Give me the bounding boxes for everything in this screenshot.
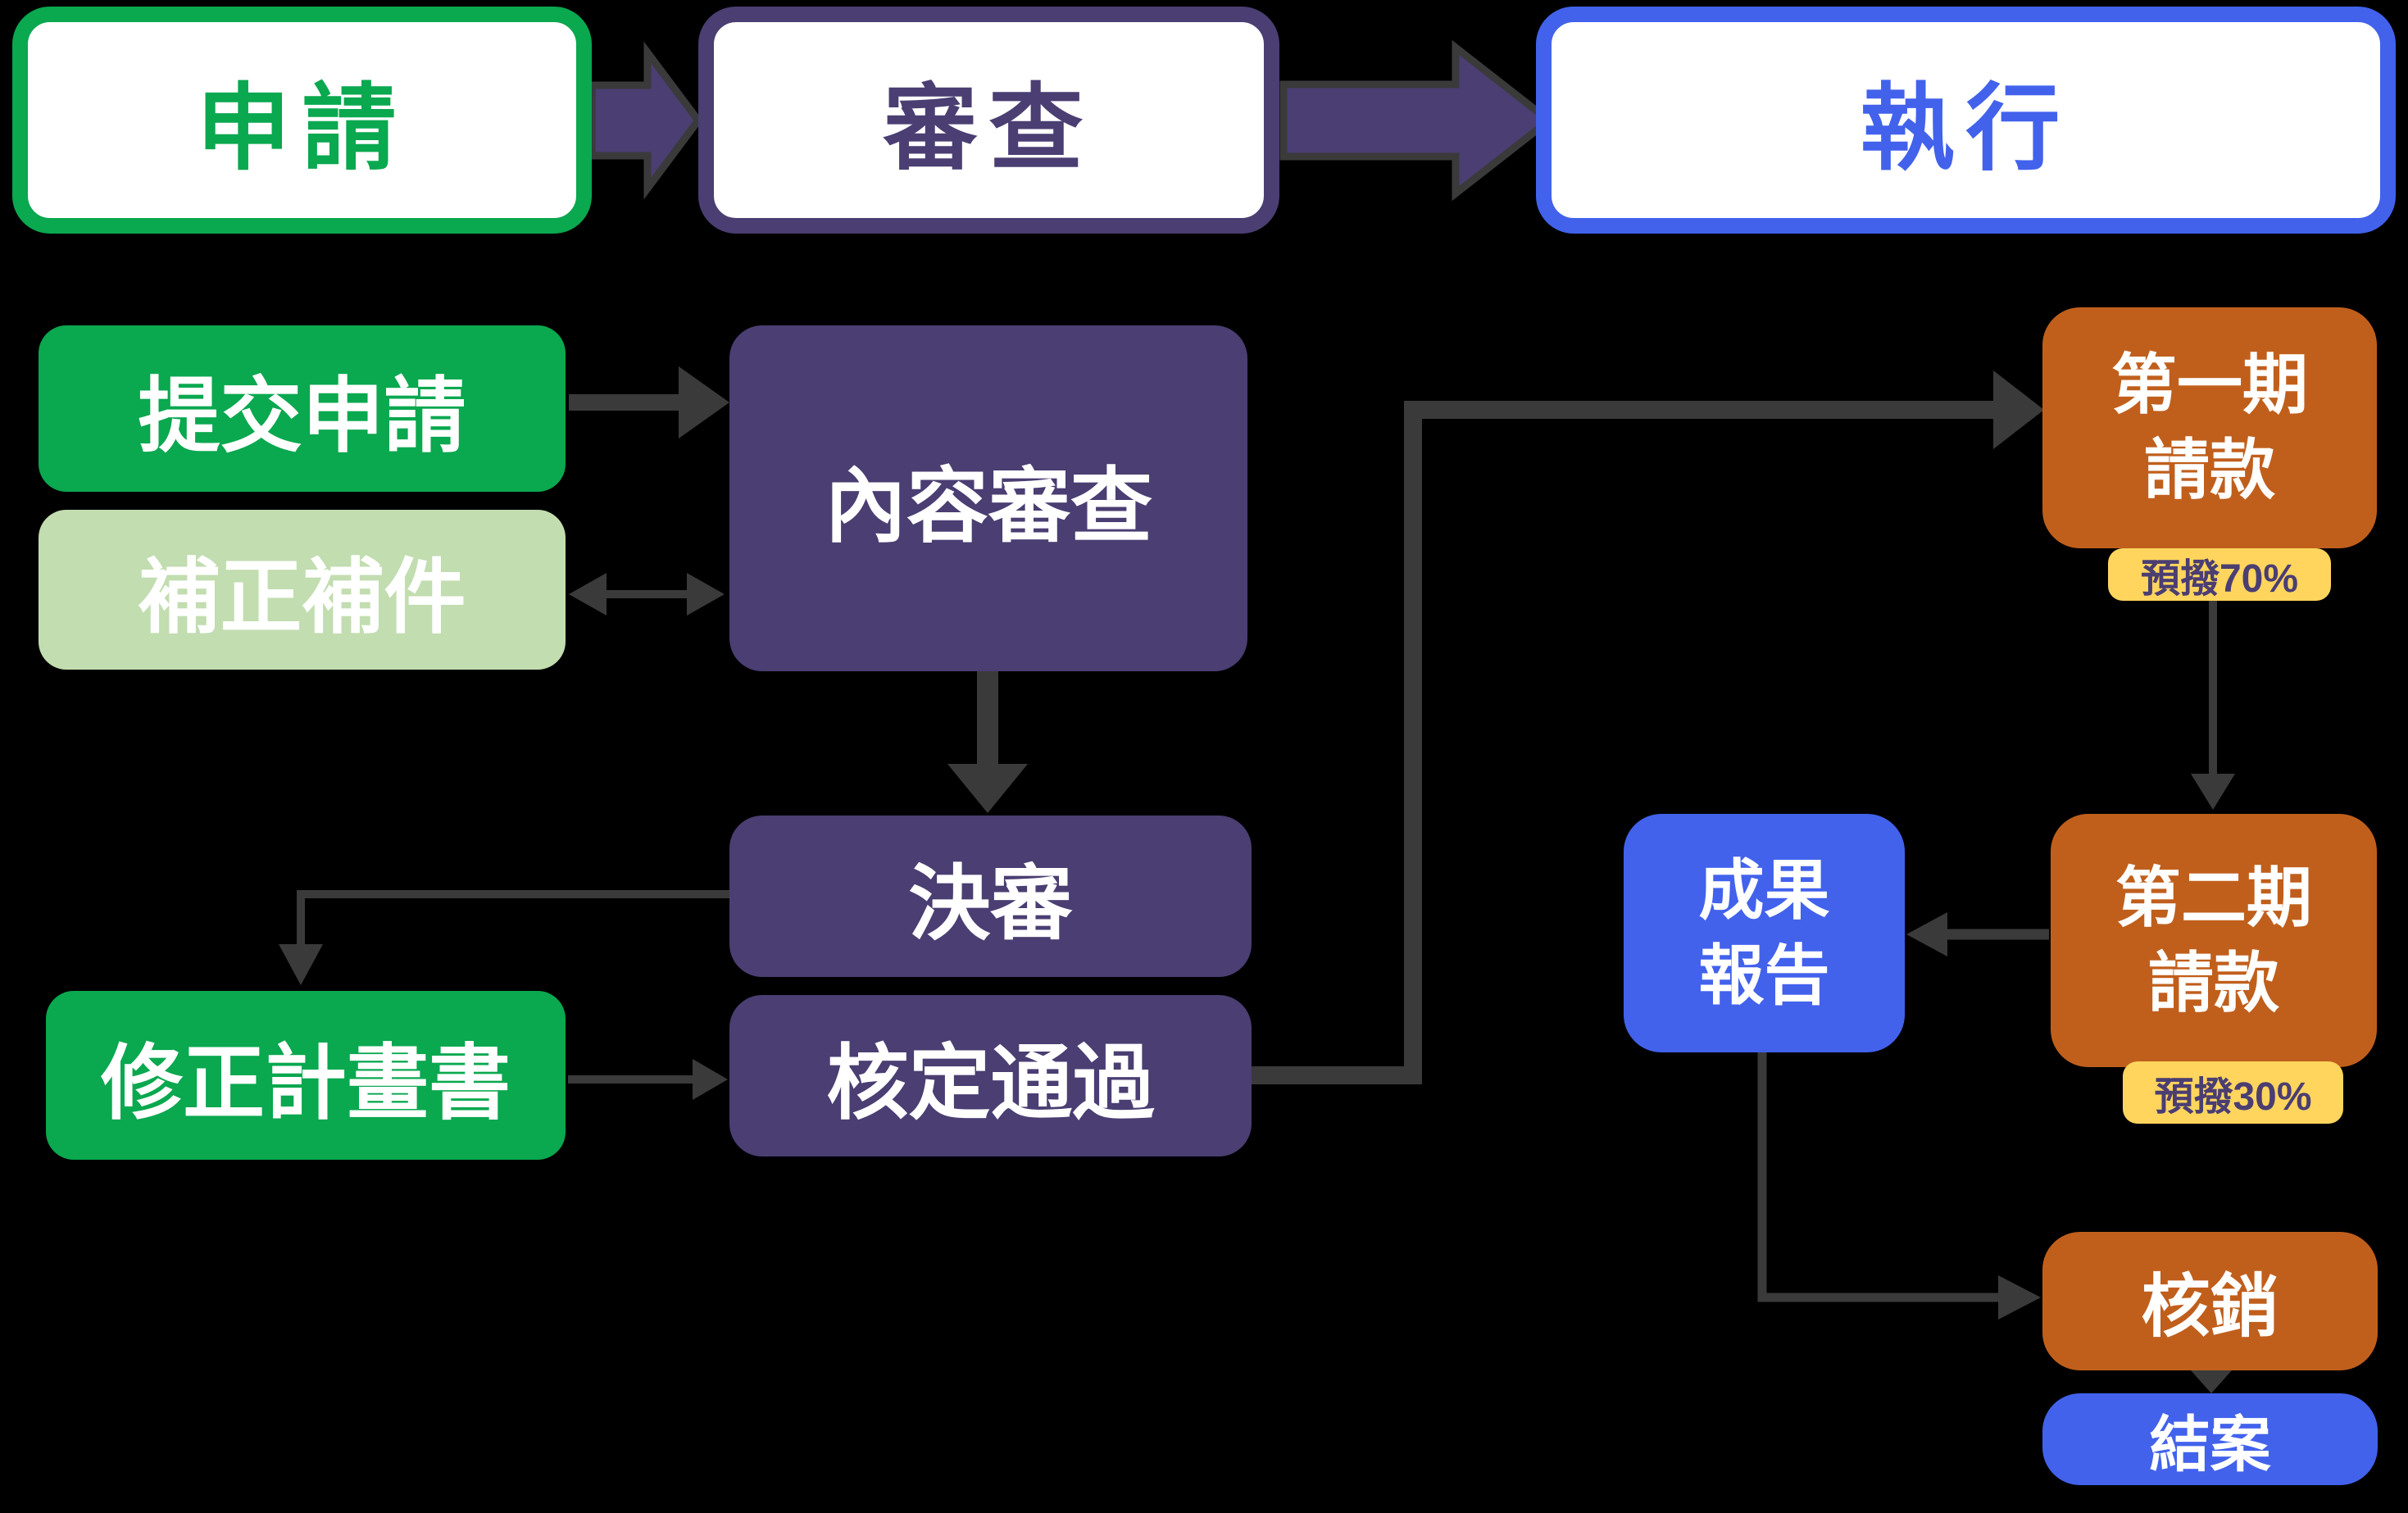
stage-arrow-icon [1279,39,1556,202]
arrow-approval-to-first-payment [1252,401,1997,1084]
node-final-review-label: 決審 [908,858,1073,950]
badge-advance-30-label: 預撥30% [2154,1075,2312,1119]
arrowhead-right-icon [679,366,729,438]
node-final-review: 決審 [729,816,1252,977]
node-approval-label: 核定通過 [826,1038,1155,1129]
stage-header-execute: 執行 [1536,7,2396,234]
arrowhead-right-icon [693,1059,728,1100]
badge-advance-70: 預撥70% [2108,548,2331,601]
node-revise-plan-label: 修正計畫書 [101,1037,511,1129]
node-content-review: 內容審查 [729,325,1247,671]
arrowhead-right-icon [1993,370,2044,449]
arrowhead-down-icon [947,764,1028,813]
node-second-payment: 第二期 請款 [2051,814,2377,1067]
node-revise-plan: 修正計畫書 [46,991,566,1160]
stage-arrow-icon [588,41,703,200]
stage-apply-label: 申請 [196,75,408,181]
node-content-review-label: 內容審查 [825,460,1152,552]
arrowhead-down-icon [279,944,323,985]
arrow-result-report-to-writeoff [1757,1052,1998,1302]
node-result-report-label: 成果 報告 [1698,853,1830,1012]
arrowhead-right-icon [687,573,725,616]
stage-header-review: 審查 [698,7,1279,234]
stage-review-label: 審查 [883,75,1095,181]
badge-advance-30: 預撥30% [2123,1061,2343,1124]
node-submit-application: 提交申請 [39,325,566,492]
node-first-payment-label: 第一期 請款 [2111,348,2308,507]
node-supplement-documents-label: 補正補件 [138,552,466,643]
arrowhead-right-icon [1998,1275,2041,1320]
node-supplement-documents: 補正補件 [39,510,566,670]
node-second-payment-label: 第二期 請款 [2115,861,2312,1020]
stage-execute-label: 執行 [1860,75,2072,181]
node-writeoff: 核銷 [2042,1232,2378,1370]
node-first-payment: 第一期 請款 [2042,307,2377,548]
arrowhead-down-icon [2191,774,2235,810]
arrowhead-left-icon [569,573,607,616]
badge-advance-70-label: 預撥70% [2140,557,2299,601]
arrow-final-review-to-revise-plan [297,890,729,949]
node-case-closed: 結案 [2042,1393,2378,1485]
stage-header-apply: 申請 [12,7,592,234]
arrowhead-left-icon [1906,912,1947,956]
arrowhead-down-icon [2191,1370,2232,1393]
node-case-closed-label: 結案 [2149,1410,2271,1479]
node-approval: 核定通過 [729,995,1252,1156]
node-writeoff-label: 核銷 [2141,1268,2279,1345]
node-result-report: 成果 報告 [1624,814,1905,1052]
node-submit-application-label: 提交申請 [138,370,466,462]
